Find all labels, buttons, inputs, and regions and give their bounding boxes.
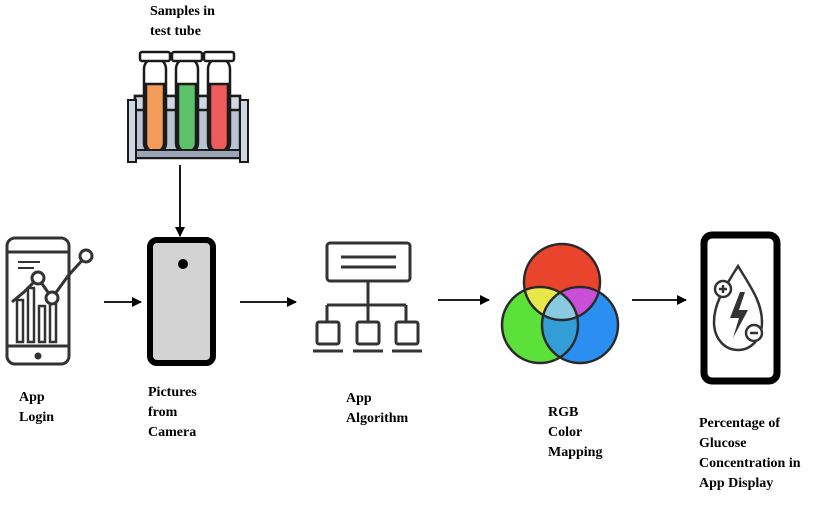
label-camera: Pictures from Camera: [148, 385, 197, 440]
glucose-drop-phone-icon: [700, 231, 781, 385]
smartphone-camera-icon: [147, 237, 216, 366]
label-rgb: RGB Color Mapping: [548, 405, 603, 460]
rgb-venn-icon: [500, 242, 620, 365]
label-samples: Samples in test tube: [150, 4, 215, 39]
test-tube-rack-icon: [127, 50, 249, 163]
label-display: Percentage of Glucose Concentration in A…: [699, 416, 801, 491]
analytics-phone-icon: [5, 236, 94, 366]
flow-arrows: [104, 165, 687, 307]
label-algorithm: App Algorithm: [346, 391, 409, 426]
label-login: App Login: [19, 390, 55, 425]
hierarchy-algorithm-icon: [313, 241, 422, 353]
